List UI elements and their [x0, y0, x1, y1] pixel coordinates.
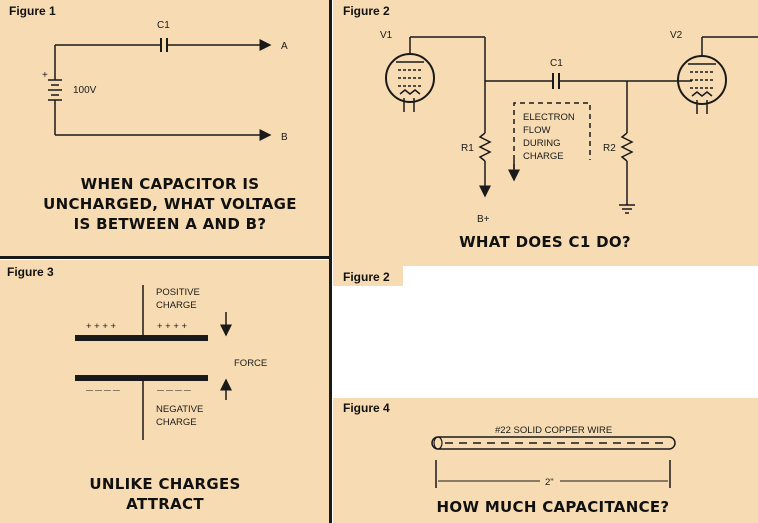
figure3-label: Figure 3 [7, 265, 54, 279]
resistor-r1-label: R1 [461, 143, 474, 154]
figure2-tab [333, 266, 403, 286]
figure3-diagram: POSITIVE CHARGE + + + + + + + + FORCE — … [75, 285, 267, 440]
figure3-question: UNLIKE CHARGES ATTRACT [60, 474, 270, 514]
wire-label: #22 SOLID COPPER WIRE [495, 425, 612, 436]
figure1-circuit: C1 A B + 100V [42, 20, 288, 143]
bplus-label: B+ [477, 214, 490, 225]
copper-wire-icon [431, 436, 676, 450]
negative-label-2: CHARGE [156, 417, 197, 428]
plus-signs-right: + + + + [157, 321, 188, 332]
figure1-label: Figure 1 [9, 4, 56, 18]
capacitor-c1-label: C1 [157, 20, 170, 31]
wire-end-icon [433, 436, 443, 450]
figure2-question: WHAT DOES C1 DO? [459, 233, 631, 251]
minus-signs-left: — — — — [86, 387, 120, 394]
figure4-panel [333, 398, 758, 523]
flow-text-2: FLOW [523, 125, 550, 136]
electron-flow-path [513, 102, 591, 178]
vacuum-tube-v2-icon [677, 36, 758, 114]
positive-label-2: CHARGE [156, 300, 197, 311]
figure3-panel [0, 260, 330, 523]
plus-signs-left: + + + + [86, 321, 117, 332]
battery-plus-label: + [42, 70, 48, 81]
flow-text-1: ELECTRON [523, 112, 575, 123]
figure2-circuit: V1 V2 C1 R1 R2 B+ ELECTRON FLOW DURING C… [380, 30, 758, 225]
figure2-tab-label: Figure 2 [343, 270, 390, 284]
tube-v1-label: V1 [380, 30, 393, 41]
figure1-question-line3: IS BETWEEN A AND B? [73, 215, 267, 233]
figure3-question-line2: ATTRACT [126, 495, 204, 513]
minus-signs-right: — — — — [157, 387, 191, 394]
vacuum-tube-v1-icon [385, 37, 435, 112]
terminal-b-label: B [281, 132, 288, 143]
flow-text-3: DURING [523, 138, 560, 149]
tube-v2-label: V2 [670, 30, 683, 41]
figure4-question: HOW MUCH CAPACITANCE? [436, 498, 670, 516]
force-label: FORCE [234, 358, 267, 369]
figure1-question-line2: UNCHARGED, WHAT VOLTAGE [43, 195, 297, 213]
flow-text-4: CHARGE [523, 151, 564, 162]
figure1-question: WHEN CAPACITOR IS UNCHARGED, WHAT VOLTAG… [40, 174, 300, 234]
resistor-r2-icon [620, 132, 634, 162]
figure2-panel [333, 0, 758, 266]
terminal-a-label: A [281, 41, 288, 52]
battery-icon [48, 79, 62, 101]
vertical-divider [329, 0, 332, 523]
figure4-diagram: #22 SOLID COPPER WIRE 2" [431, 425, 676, 488]
battery-voltage-label: 100V [73, 85, 97, 96]
positive-label-1: POSITIVE [156, 287, 200, 298]
negative-label-1: NEGATIVE [156, 404, 203, 415]
length-label: 2" [545, 477, 554, 488]
resistor-r2-label: R2 [603, 143, 616, 154]
positive-plate [75, 335, 208, 341]
figure1-question-line1: WHEN CAPACITOR IS [80, 175, 260, 193]
ground-icon [619, 204, 635, 214]
horizontal-divider [0, 256, 330, 259]
resistor-r1-icon [478, 132, 492, 162]
figure4-label: Figure 4 [343, 401, 390, 415]
negative-plate [75, 375, 208, 381]
capacitor-c1-label: C1 [550, 58, 563, 69]
figure3-question-line1: UNLIKE CHARGES [89, 475, 241, 493]
figure2-label: Figure 2 [343, 4, 390, 18]
